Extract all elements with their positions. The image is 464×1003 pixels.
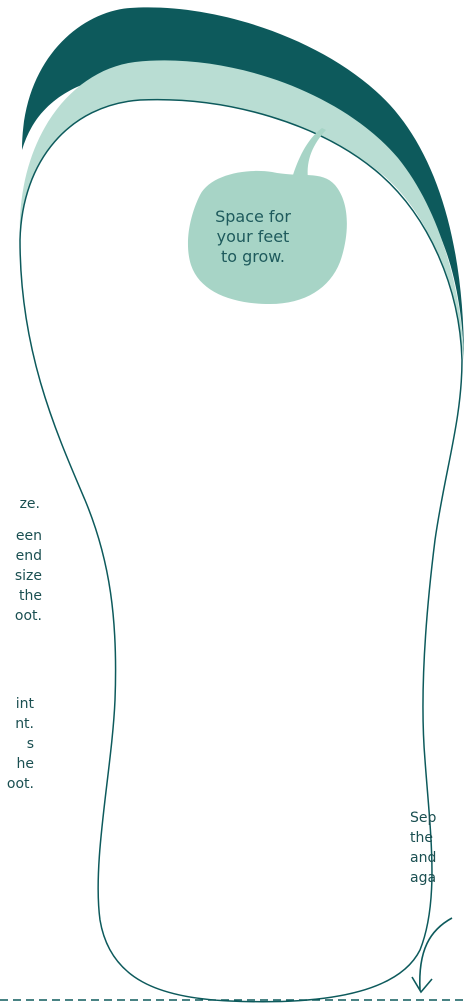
left-note-between: een end size the oot. <box>0 526 42 626</box>
left-note-size: ze. <box>0 494 40 514</box>
right-note-separate: Sep the and aga <box>410 808 441 888</box>
arrow-head <box>412 977 432 992</box>
left-note-point: int nt. s he oot. <box>0 694 34 794</box>
bubble-text: Space for your feet to grow. <box>200 207 306 267</box>
